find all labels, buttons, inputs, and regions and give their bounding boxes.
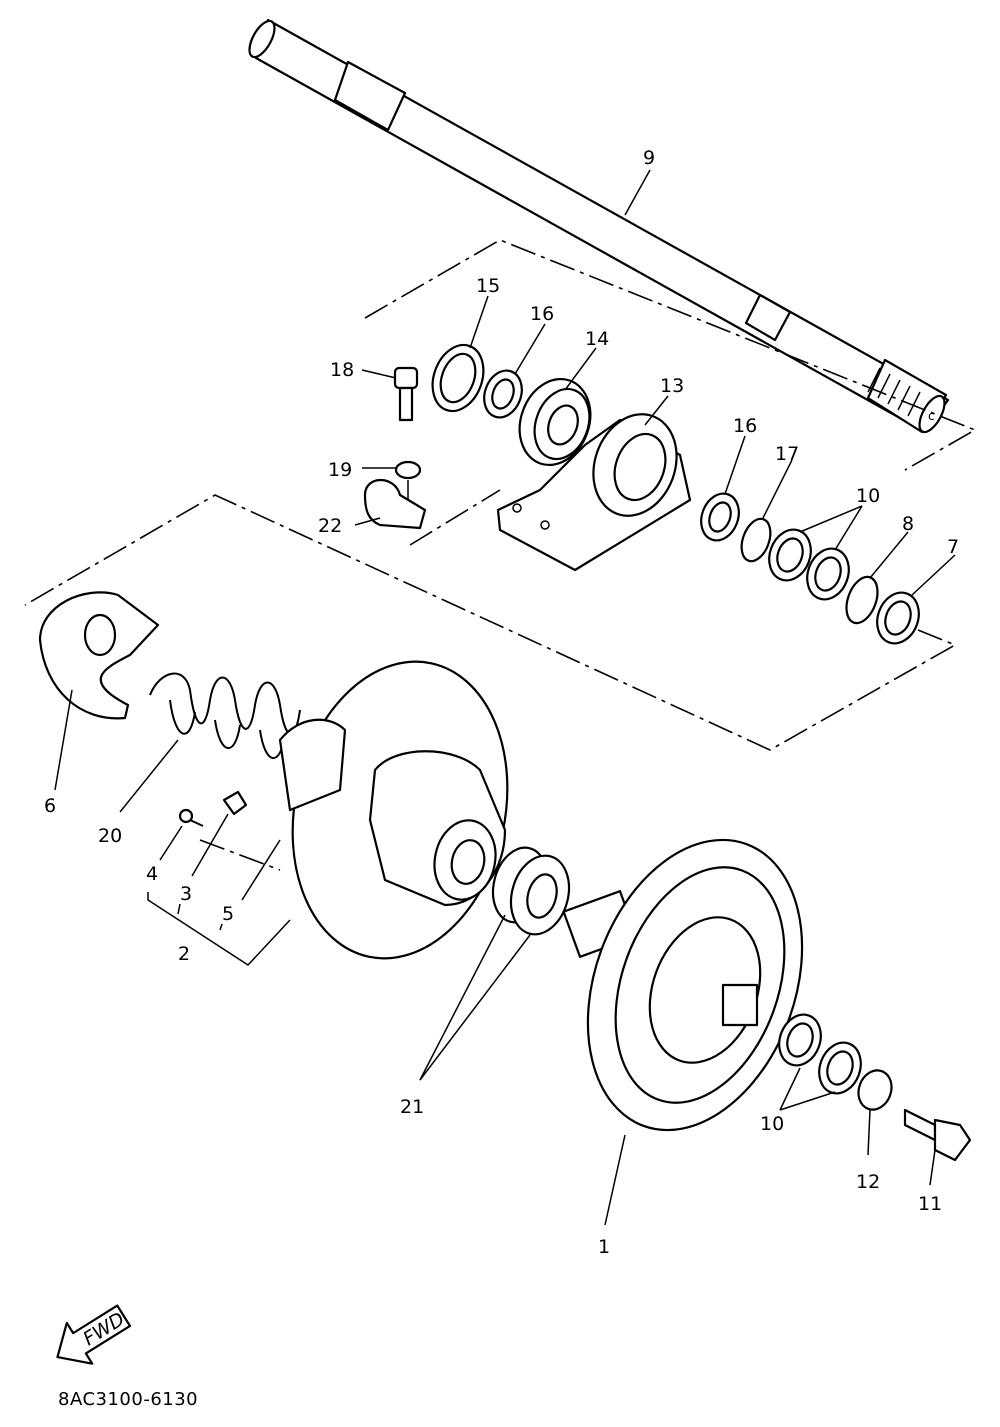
clamp-22 bbox=[363, 479, 427, 530]
callout-5: 5 bbox=[222, 903, 234, 925]
bearing-14 bbox=[518, 377, 592, 467]
jackshaft: c bbox=[248, 18, 950, 434]
shims-10-upper bbox=[768, 528, 850, 601]
svg-text:c: c bbox=[928, 409, 935, 423]
part-number-code: 8AC3100-6130 bbox=[58, 1389, 198, 1410]
shims-10-lower bbox=[778, 1013, 862, 1095]
callout-12: 12 bbox=[856, 1171, 880, 1193]
callout-20: 20 bbox=[98, 825, 122, 847]
circlip-17 bbox=[740, 517, 772, 563]
callout-16-upper: 16 bbox=[530, 303, 554, 325]
lower-assembly-plane bbox=[199, 839, 281, 871]
callout-7: 7 bbox=[947, 536, 959, 558]
callout-8: 8 bbox=[902, 513, 914, 535]
upper-assembly-plane bbox=[24, 239, 977, 751]
callout-1: 1 bbox=[598, 1236, 610, 1258]
callout-10-lower: 10 bbox=[760, 1113, 784, 1135]
callout-3: 3 bbox=[180, 883, 192, 905]
callout-6: 6 bbox=[44, 795, 56, 817]
callout-11: 11 bbox=[918, 1193, 942, 1215]
callout-4: 4 bbox=[146, 863, 158, 885]
fwd-arrow-icon: FWD bbox=[56, 1304, 132, 1365]
screw-4 bbox=[178, 808, 204, 827]
circlip-15 bbox=[431, 343, 485, 413]
callout-21: 21 bbox=[400, 1096, 424, 1118]
collar-19 bbox=[394, 460, 422, 480]
callouts: 1 2 3 4 5 6 7 8 9 10 10 11 12 13 14 15 1… bbox=[44, 147, 959, 1258]
bearing-housing-13 bbox=[496, 413, 692, 572]
callout-14: 14 bbox=[585, 328, 609, 350]
callout-22: 22 bbox=[318, 515, 342, 537]
callout-10-upper: 10 bbox=[856, 485, 880, 507]
callout-18: 18 bbox=[330, 359, 354, 381]
leader-lines bbox=[54, 169, 956, 1226]
washer-16-upper bbox=[483, 369, 523, 419]
bolt-11 bbox=[903, 1108, 972, 1162]
movable-sheave bbox=[278, 660, 509, 960]
spring-20 bbox=[149, 672, 301, 759]
callout-9: 9 bbox=[643, 147, 655, 169]
washer-12 bbox=[857, 1069, 893, 1111]
slider-3 bbox=[222, 790, 248, 816]
callout-13: 13 bbox=[660, 375, 684, 397]
callout-17: 17 bbox=[775, 443, 799, 465]
callout-16-lower: 16 bbox=[733, 415, 757, 437]
bushing-21 bbox=[491, 846, 571, 936]
washer-16-lower bbox=[700, 492, 740, 542]
callout-15: 15 bbox=[476, 275, 500, 297]
fixed-sheave-1 bbox=[562, 838, 804, 1132]
callout-2: 2 bbox=[178, 943, 190, 965]
callout-19: 19 bbox=[328, 459, 352, 481]
bolt-18 bbox=[393, 366, 419, 422]
cam-6 bbox=[38, 591, 160, 720]
washer-7 bbox=[876, 591, 920, 645]
